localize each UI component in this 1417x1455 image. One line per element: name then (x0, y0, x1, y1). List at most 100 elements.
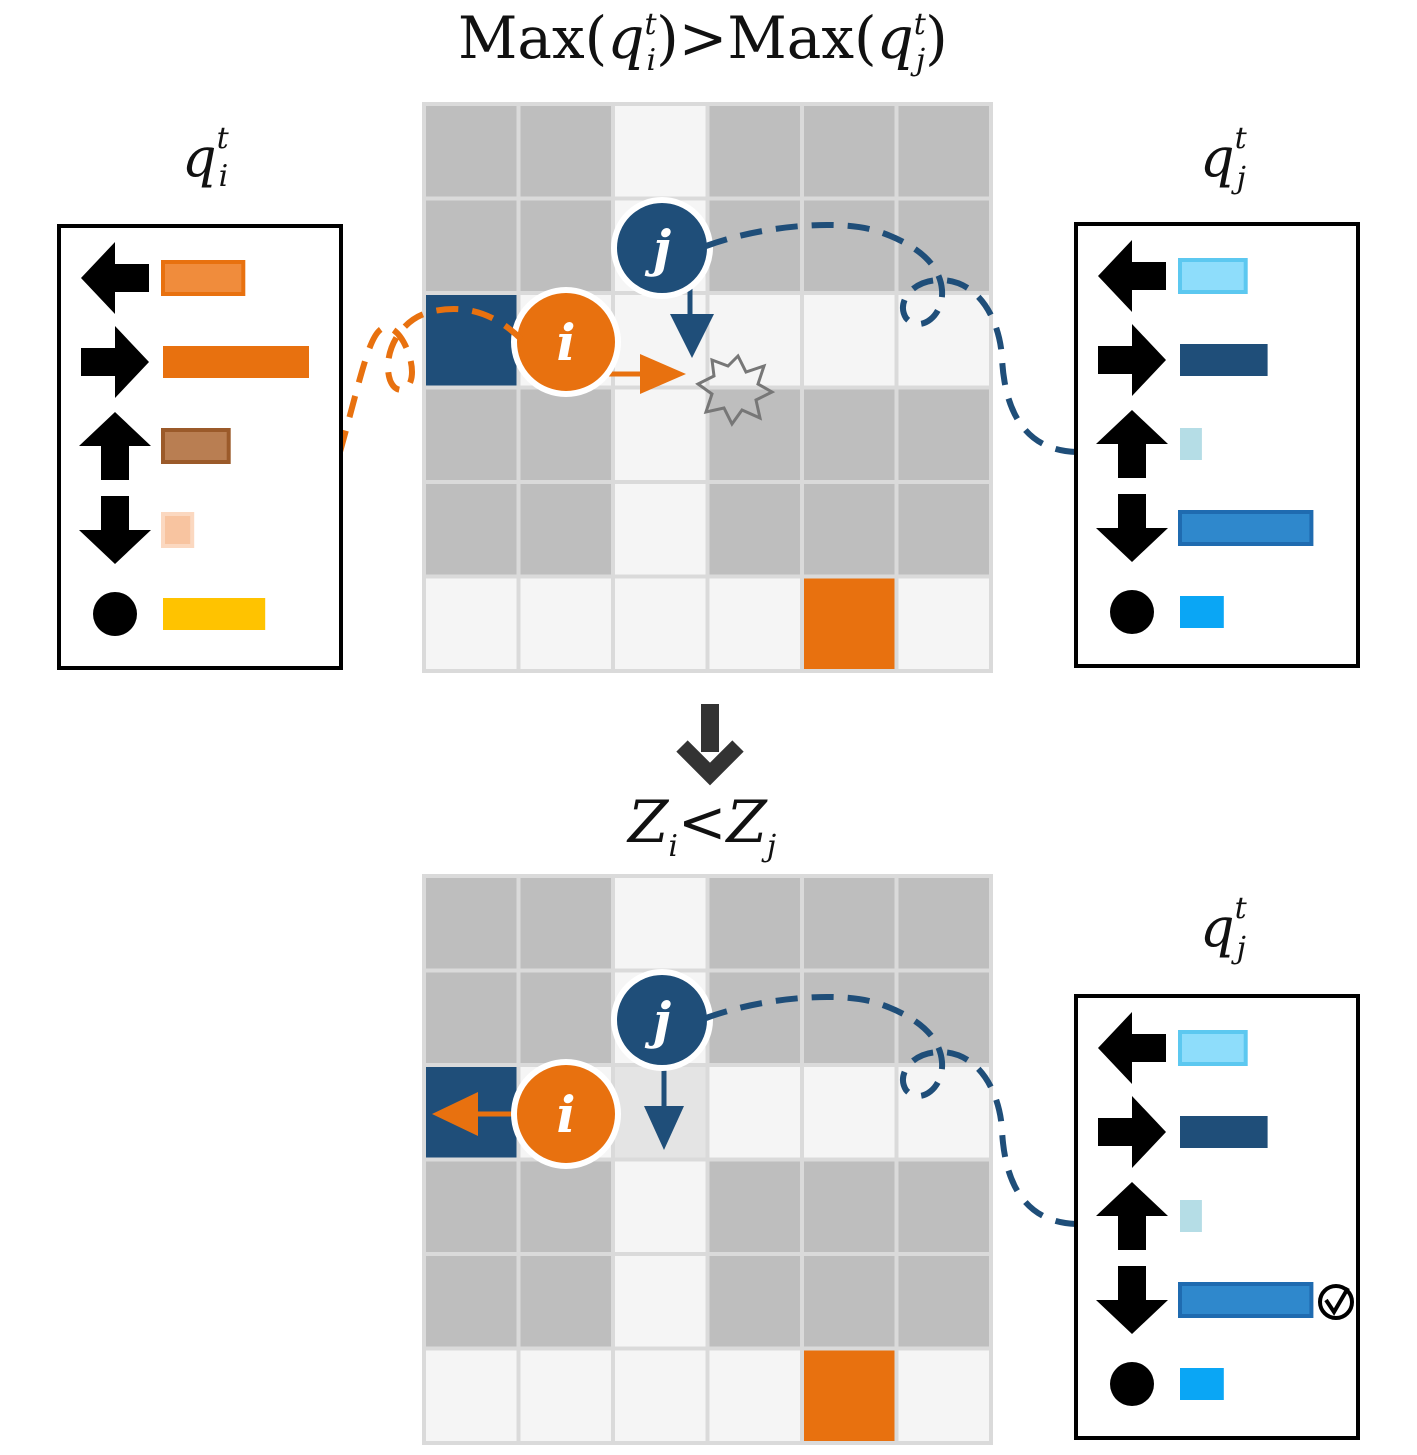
svg-text:Max(qti)>Max(qtj): Max(qti)>Max(qtj) (458, 4, 948, 78)
grid-cell-wall (898, 106, 989, 197)
check-circle-icon (1318, 1284, 1354, 1320)
grid-world-top (422, 102, 993, 673)
down-arrow-icon (676, 704, 744, 786)
qvalue-bar-down (161, 512, 195, 548)
grid-cell-free (615, 1161, 706, 1252)
arrow-down-icon (79, 496, 151, 564)
arrow-up-icon (1096, 1182, 1168, 1250)
agent-i-token-bottom (511, 1059, 621, 1169)
svg-text:qtj: qtj (1200, 891, 1248, 966)
qvalue-bar-left (1178, 1030, 1248, 1066)
stay-dot-icon (1110, 1362, 1154, 1406)
svg-text:qti: qti (182, 121, 230, 194)
svg-text:qtj: qtj (1200, 121, 1248, 196)
grid-cell-wall (426, 972, 517, 1063)
grid-world-bottom (422, 874, 993, 1445)
qvalue-bar-stay (1180, 596, 1224, 628)
grid-cell-free (615, 106, 706, 197)
grid-cell-wall (426, 484, 517, 575)
agent-j-qvalue-bars-top (1096, 240, 1314, 634)
grid-cell-wall (709, 878, 800, 969)
agent-i-top: i (511, 287, 686, 397)
grid-cell-goal-i (804, 578, 895, 669)
grid-cell-free (426, 578, 517, 669)
grid-cell-free (709, 295, 800, 386)
grid-cell-free (898, 578, 989, 669)
grid-cell-wall (709, 1256, 800, 1347)
qvalue-bar-up (1180, 428, 1202, 460)
grid-cell-wall (709, 389, 800, 480)
grid-cell-wall (520, 1161, 611, 1252)
agent-i-move-right-arrow (640, 354, 686, 394)
qvalue-bar-down (1178, 510, 1314, 546)
agent-j-token (611, 197, 713, 299)
agent-i-qvalue-link (337, 306, 525, 453)
grid-cell-wall (520, 972, 611, 1063)
grid-cell-wall (520, 1256, 611, 1347)
grid-cell-free (520, 1350, 611, 1441)
collision-star-icon (695, 353, 776, 427)
grid-cell-wall (709, 106, 800, 197)
grid-cell-wall (804, 878, 895, 969)
grid-cell-wall (426, 1256, 517, 1347)
grid-cell-wall (804, 200, 895, 291)
grid-cell-free (804, 1067, 895, 1158)
stay-dot-icon (93, 592, 137, 636)
agent-i-bottom: i (432, 1059, 621, 1169)
grid-cell-goal-i (804, 1350, 895, 1441)
grid-cell-free (804, 295, 895, 386)
grid-cell-wall (520, 106, 611, 197)
arrow-left-icon (81, 242, 149, 314)
grid-cell-free (615, 878, 706, 969)
grid-cell-wall (898, 484, 989, 575)
agent-i-token (511, 287, 621, 397)
grid-cell-free (615, 1256, 706, 1347)
bottom-condition-label: Zi<Zj (626, 788, 776, 864)
grid-cell-free (615, 578, 706, 669)
grid-cell-wall (426, 200, 517, 291)
grid-cell-wall (520, 389, 611, 480)
grid-cell-free (426, 1350, 517, 1441)
grid-cell-free (709, 1067, 800, 1158)
arrow-down-icon (1096, 1266, 1168, 1334)
grid-cell-wall (898, 878, 989, 969)
arrow-down-icon (1096, 494, 1168, 562)
agent-j-bottom: j (611, 969, 713, 1150)
grid-cell-wall (520, 200, 611, 291)
agent-j-top: j (611, 197, 714, 358)
grid-cell-free (898, 1350, 989, 1441)
qvalue-bar-left (161, 260, 246, 296)
stay-dot-icon (1110, 590, 1154, 634)
grid-cell-free (709, 578, 800, 669)
grid-cell-wall (709, 1161, 800, 1252)
qvalue-bar-left (1178, 258, 1248, 294)
arrow-up-icon (79, 412, 151, 480)
grid-cell-free (615, 484, 706, 575)
grid-cell-wall (426, 1161, 517, 1252)
grid-cell-free (898, 295, 989, 386)
qvalue-bar-down (1178, 1282, 1314, 1318)
agent-j-qvalue-link-top (704, 221, 1077, 455)
grid-cell-wall (520, 484, 611, 575)
arrow-right-icon (1098, 1096, 1166, 1168)
qvalue-bar-up (161, 428, 231, 464)
agent-j-move-down-arrow (670, 314, 714, 358)
grid-cell-wall (520, 878, 611, 969)
grid-cell-wall (426, 389, 517, 480)
grid-cell-wall (898, 1161, 989, 1252)
arrow-left-icon (1098, 1012, 1166, 1084)
arrow-right-icon (81, 326, 149, 398)
grid-cell-free (898, 1067, 989, 1158)
qvalue-bar-right (163, 346, 309, 378)
arrow-up-icon (1096, 410, 1168, 478)
grid-cell-wall (426, 106, 517, 197)
grid-cell-wall (804, 389, 895, 480)
grid-cell-wall (804, 1161, 895, 1252)
qvalue-bar-right (1180, 344, 1268, 376)
svg-text:i: i (557, 313, 576, 372)
qvalue-bar-stay (163, 598, 266, 630)
